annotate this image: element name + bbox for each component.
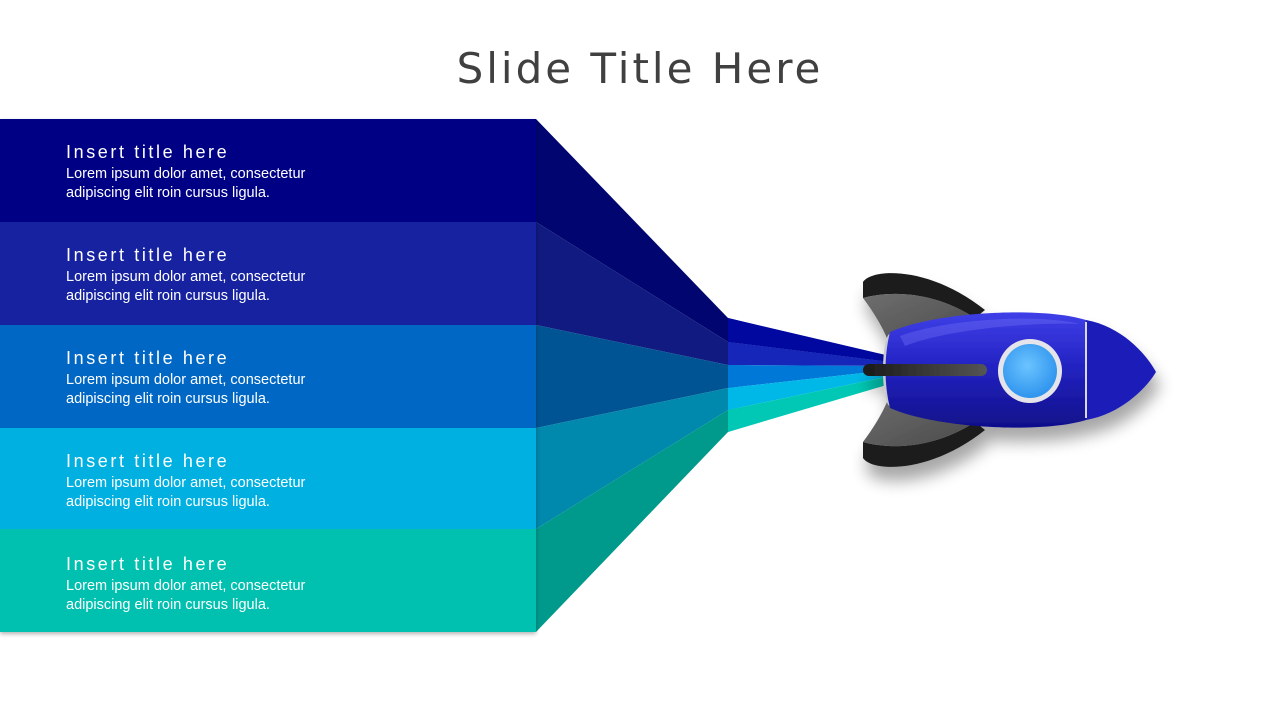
trail-4 [536,374,890,529]
band-4-title: Insert title here [66,451,230,471]
band-3-desc-line-2: adipiscing elit roin cursus ligula. [66,391,270,407]
rocket-window [1003,344,1057,398]
band-5-text: Insert title here Lorem ipsum dolor amet… [66,553,486,615]
band-1-title: Insert title here [66,142,230,162]
trail-tip-4 [728,370,890,410]
band-1-desc-line-2: adipiscing elit roin cursus ligula. [66,185,270,201]
band-5-title: Insert title here [66,554,230,574]
trail-2 [536,222,890,365]
band-4 [0,428,536,529]
band-4-text: Insert title here Lorem ipsum dolor amet… [66,450,486,512]
band-3 [0,325,536,428]
band-1 [0,119,536,222]
band-3-title: Insert title here [66,348,230,368]
trail-3 [536,325,890,428]
rocket-bottom-fin-rim [863,422,985,467]
band-group [0,119,536,632]
band-2-desc-line-1: Lorem ipsum dolor amet, consectetur [66,269,306,285]
trail-1 [536,119,890,358]
trail-tip-2 [728,342,890,366]
band-4-desc-line-2: adipiscing elit roin cursus ligula. [66,494,270,510]
band-1-desc-line-1: Lorem ipsum dolor amet, consectetur [66,166,306,182]
rocket-side-rod [863,364,987,376]
rocket-icon [863,273,1156,467]
band-3-desc-line-1: Lorem ipsum dolor amet, consectetur [66,372,306,388]
trail-group [536,119,890,632]
rocket-top-fin-rim [863,273,985,318]
band-2 [0,222,536,325]
band-2-text: Insert title here Lorem ipsum dolor amet… [66,244,486,306]
band-2-desc-line-2: adipiscing elit roin cursus ligula. [66,288,270,304]
band-5-desc-line-2: adipiscing elit roin cursus ligula. [66,597,270,613]
trail-tip-3 [728,365,890,388]
rocket-highlight [900,318,1080,346]
band-1-text: Insert title here Lorem ipsum dolor amet… [66,141,486,203]
slide-title: Slide Title Here [456,44,824,93]
trail-5 [536,380,890,632]
rocket-nose [1086,320,1156,420]
trail-tip-5 [728,376,890,432]
band-5-desc-line-1: Lorem ipsum dolor amet, consectetur [66,578,306,594]
band-5 [0,529,536,632]
band-3-text: Insert title here Lorem ipsum dolor amet… [66,347,486,409]
band-4-desc-line-1: Lorem ipsum dolor amet, consectetur [66,475,306,491]
trail-tip-1 [728,318,890,362]
band-2-title: Insert title here [66,245,230,265]
